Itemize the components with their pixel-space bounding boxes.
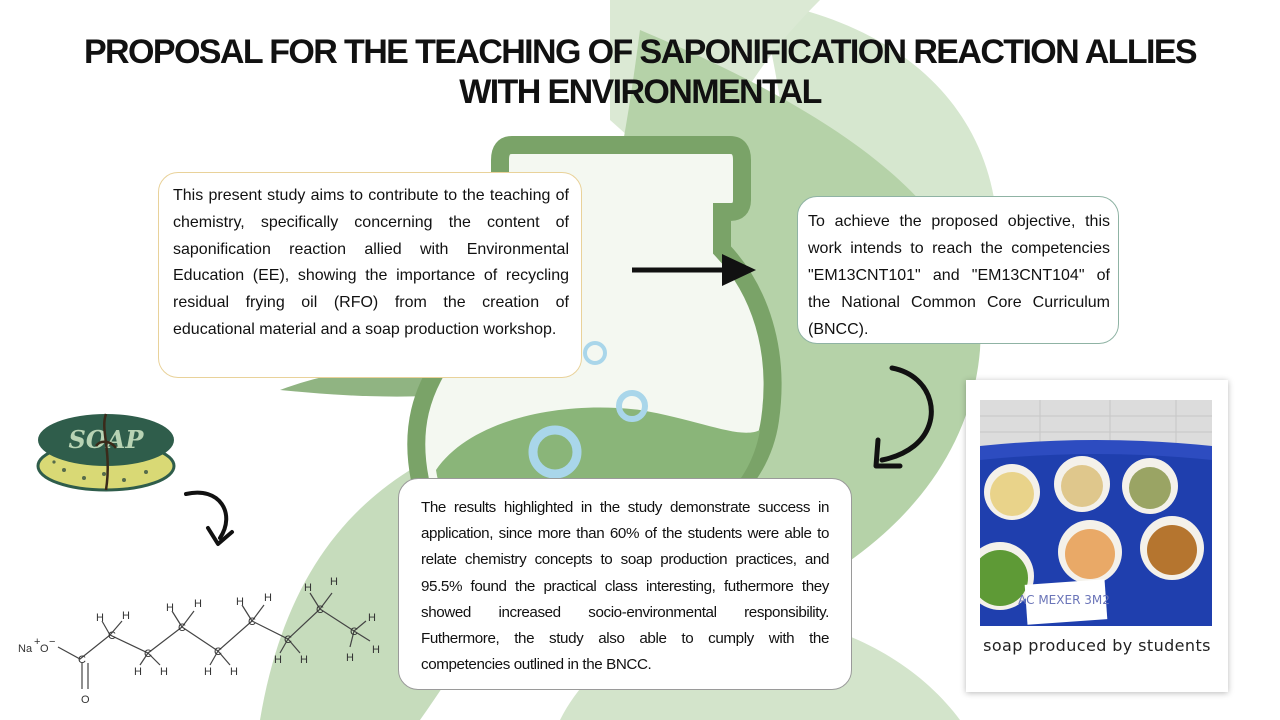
hydrogen-label: H xyxy=(264,592,272,604)
sodium-label: Na xyxy=(18,643,33,655)
soap-samples-photo: AC MEXER 3M2 xyxy=(980,400,1212,626)
charge-plus-label: + xyxy=(34,636,40,648)
carbon-label: C xyxy=(214,646,222,658)
oxygen-label: O xyxy=(81,694,90,706)
sodium-carboxylate-structure: Na + O − C O C H H C H H C H H C H H C H… xyxy=(18,576,380,706)
hydrogen-label: H xyxy=(194,598,202,610)
page-title: PROPOSAL FOR THE TEACHING OF SAPONIFICAT… xyxy=(83,33,1198,111)
bubble-shape xyxy=(528,425,582,479)
intro-text: This present study aims to contribute to… xyxy=(173,187,569,338)
hydrogen-label: H xyxy=(346,652,354,664)
photo-caption: soap produced by students xyxy=(983,636,1211,655)
results-text: The results highlighted in the study dem… xyxy=(421,499,829,674)
hydrogen-label: H xyxy=(204,666,212,678)
hydrogen-label: H xyxy=(274,654,282,666)
carbon-label: C xyxy=(284,634,292,646)
photo-handwritten-label: AC MEXER 3M2 xyxy=(1018,593,1110,607)
carbon-label: C xyxy=(316,604,324,616)
carbon-label: C xyxy=(350,626,358,638)
curved-down-arrow-icon xyxy=(184,490,234,546)
hydrogen-label: H xyxy=(230,666,238,678)
curved-down-arrow-icon xyxy=(873,365,934,469)
hydrogen-label: H xyxy=(330,576,338,588)
hydrogen-label: H xyxy=(236,596,244,608)
soap-bar-icon: SOAP xyxy=(36,413,176,492)
intro-card: This present study aims to contribute to… xyxy=(158,172,582,378)
photo-card: AC MEXER 3M2 soap produced by students xyxy=(966,380,1228,692)
right-arrow-icon xyxy=(632,254,756,286)
hydrogen-label: H xyxy=(166,602,174,614)
charge-minus-label: − xyxy=(49,636,55,648)
carbon-label: C xyxy=(108,630,116,642)
hydrogen-label: H xyxy=(122,610,130,622)
hydrogen-label: H xyxy=(160,666,168,678)
carbon-label: C xyxy=(248,616,256,628)
hydrogen-label: H xyxy=(372,644,380,656)
objective-text: To achieve the proposed objective, this … xyxy=(808,213,1110,338)
objective-card: To achieve the proposed objective, this … xyxy=(797,196,1119,344)
hydrogen-label: H xyxy=(134,666,142,678)
results-card: The results highlighted in the study dem… xyxy=(398,478,852,690)
hydrogen-label: H xyxy=(368,612,376,624)
bubble-shape xyxy=(583,341,607,365)
bubble-shape xyxy=(616,390,648,422)
carbon-label: C xyxy=(78,654,86,666)
oxygen-label: O xyxy=(40,643,49,655)
carbon-label: C xyxy=(144,648,152,660)
hydrogen-label: H xyxy=(96,612,104,624)
carbon-label: C xyxy=(178,622,186,634)
hydrogen-label: H xyxy=(300,654,308,666)
hydrogen-label: H xyxy=(304,582,312,594)
